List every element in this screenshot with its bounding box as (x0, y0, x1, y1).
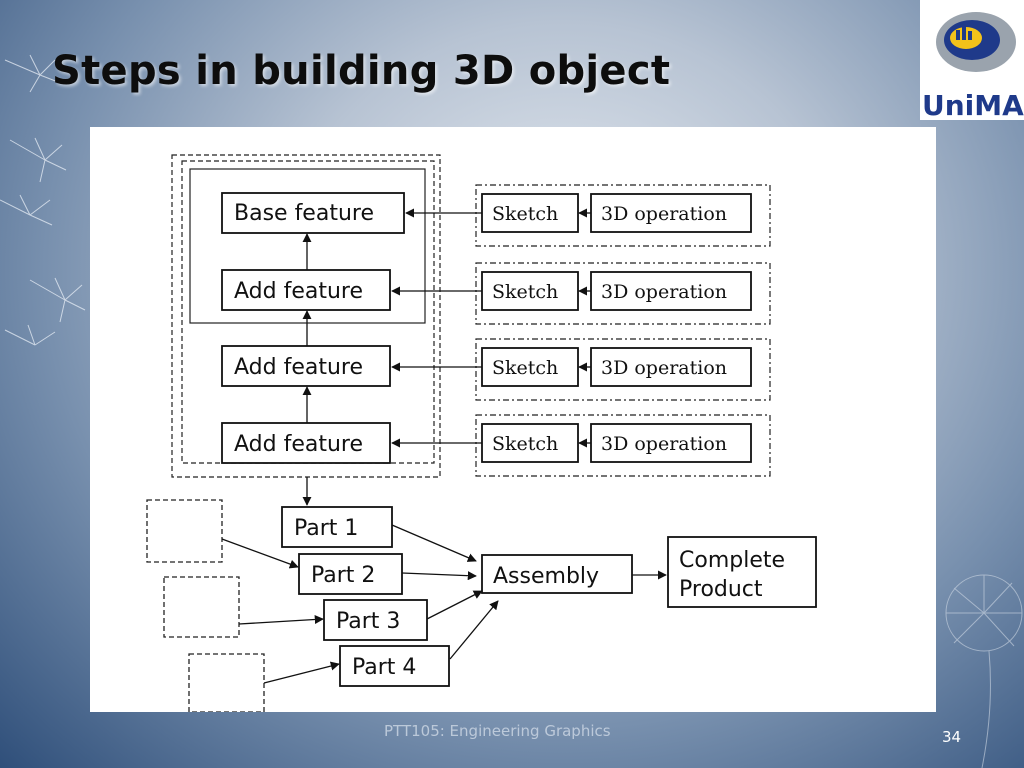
part-label-1: Part 1 (294, 516, 358, 541)
unimap-logo: UniMAP (920, 0, 1024, 122)
sketch-label-4: Sketch (492, 433, 558, 455)
build-process-diagram: Base feature Add feature Add feature Add… (146, 154, 817, 713)
part-label-3: Part 3 (336, 609, 400, 634)
operation-label-3: 3D operation (601, 357, 727, 379)
sketch-box-3 (481, 347, 579, 387)
feature-label-3: Add feature (234, 355, 363, 380)
part-box-4 (339, 645, 450, 687)
external-part-placeholder-3 (188, 653, 265, 713)
feature-box-3 (221, 345, 391, 387)
part-label-4: Part 4 (352, 655, 416, 680)
operation-label-4: 3D operation (601, 433, 727, 455)
operation-box-3 (590, 347, 752, 387)
part-box-3 (323, 599, 428, 641)
dandelion-decoration-right (945, 574, 1023, 768)
dandelion-decoration-left (0, 54, 86, 346)
complete-product-label-line1: Complete (679, 548, 785, 573)
operation-group-3 (475, 338, 771, 401)
operation-box-2 (590, 271, 752, 311)
feature-box-1 (221, 192, 405, 234)
feature-box-4 (221, 422, 391, 464)
feature-label-1: Base feature (234, 201, 374, 226)
feature-group-outer (171, 154, 441, 478)
feature-box-2 (221, 269, 391, 311)
complete-product-box (667, 536, 817, 608)
complete-product-label-line2: Product (679, 577, 763, 602)
assembly-box (481, 554, 633, 594)
part-to-assembly-arrows (391, 524, 667, 660)
logo-text: UniMAP (922, 89, 1024, 120)
page-number: 34 (942, 728, 962, 746)
sketch-label-1: Sketch (492, 203, 558, 225)
slide-title: Steps in building 3D object (52, 48, 671, 94)
sketch-to-feature-arrows (391, 208, 482, 448)
feature-label-2: Add feature (234, 279, 363, 304)
part-box-2 (298, 553, 403, 595)
feature-label-4: Add feature (234, 432, 363, 457)
operation-group-2 (475, 262, 771, 325)
sketch-label-3: Sketch (492, 357, 558, 379)
unimap-logo-icon: UniMAP (922, 12, 1024, 122)
part-box-1 (281, 506, 393, 548)
external-part-placeholder-1 (146, 499, 223, 563)
operation-label-2: 3D operation (601, 281, 727, 303)
operation-group-4 (475, 414, 771, 477)
operation-box-1 (590, 193, 752, 233)
operation-label-1: 3D operation (601, 203, 727, 225)
sketch-box-2 (481, 271, 579, 311)
sketch-label-2: Sketch (492, 281, 558, 303)
operation-group-1 (475, 184, 771, 247)
placeholder-to-part-arrows (221, 538, 340, 684)
part-label-2: Part 2 (311, 563, 375, 588)
assembly-label: Assembly (493, 564, 599, 589)
slide-footer: PTT105: Engineering Graphics (384, 722, 611, 740)
diagram-panel: Base feature Add feature Add feature Add… (90, 127, 936, 713)
external-part-placeholder-2 (163, 576, 240, 638)
sketch-box-1 (481, 193, 579, 233)
